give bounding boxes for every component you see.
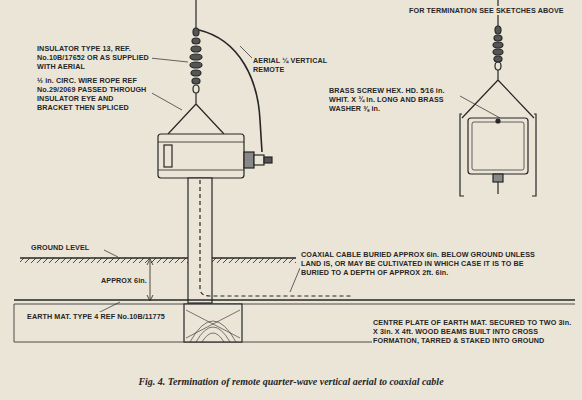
earth-mat <box>14 299 575 301</box>
callout-label: EARTH MAT. TYPE 4 REF No.10B/11775 <box>26 312 176 321</box>
cable-connector <box>244 152 272 168</box>
side-brackets <box>460 114 536 196</box>
leader-line <box>104 250 118 257</box>
callout-label: FOR TERMINATION SEE SKETCHES ABOVE <box>408 6 578 15</box>
wood-grain <box>186 310 240 342</box>
cable-gland <box>493 174 503 194</box>
aerial-wire <box>195 0 196 28</box>
coaxial-cable <box>200 180 352 296</box>
callout-label: COAXIAL CABLE BURIED APPROX 6in. BELOW G… <box>300 250 550 277</box>
ground-hatch <box>20 258 188 263</box>
callout-label: AERIAL ¼ VERTICAL REMOTE <box>252 56 330 74</box>
wire-rope <box>462 70 534 118</box>
callout-label: BRASS SCREW HEX. HD. 5⁄16 in. WHIT. X ¾ … <box>328 86 452 113</box>
beam-end-grain <box>184 304 242 342</box>
terminal-box <box>158 134 244 178</box>
callout-label: INSULATOR TYPE 13, REF. No.10B/17652 OR … <box>36 44 152 71</box>
box-bracket <box>164 145 172 167</box>
figure-caption: Fig. 4. Termination of remote quarter-wa… <box>20 376 562 387</box>
insulator <box>493 26 503 70</box>
insulator <box>190 28 202 93</box>
wood-beam <box>14 304 575 305</box>
callout-label: ½ in. CIRC. WIRE ROPE REF No.29/2069 PAS… <box>36 76 152 112</box>
terminal-box <box>468 118 528 174</box>
wire-rope <box>168 93 224 134</box>
callout-label: CENTRE PLATE OF EARTH MAT. SECURED TO TW… <box>372 318 576 345</box>
callout-label: APPROX 6in. <box>100 276 148 285</box>
brass-screw <box>496 119 500 123</box>
callout-label: GROUND LEVEL <box>30 243 104 252</box>
